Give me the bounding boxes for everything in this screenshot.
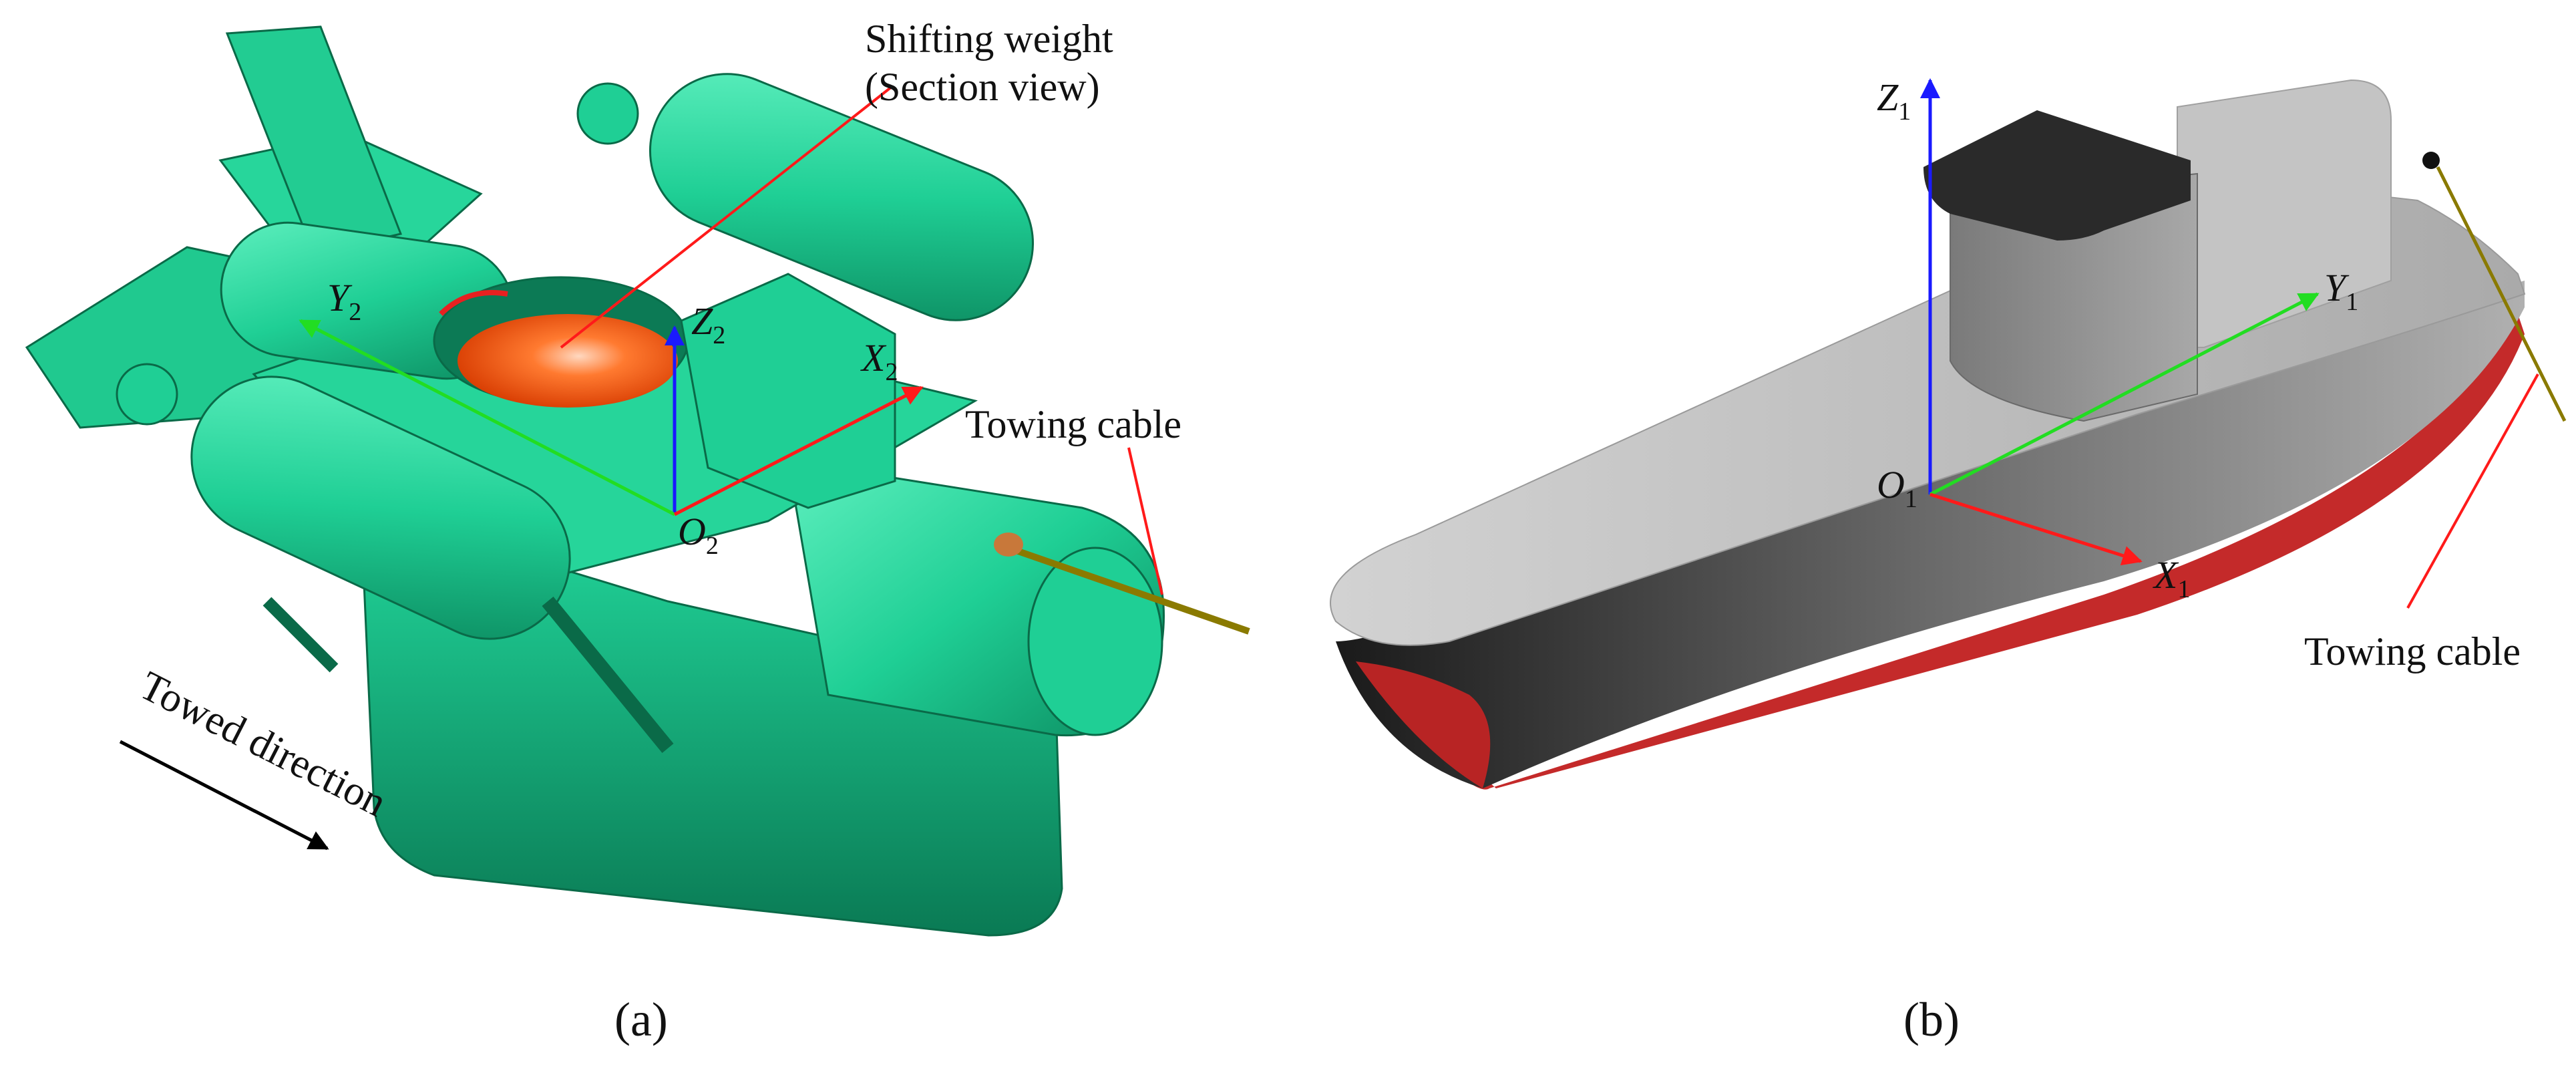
ship-bow-red — [1356, 661, 1491, 788]
towing-cable-a-label: Towing cable — [965, 402, 1181, 446]
pod-lower-left-tip — [116, 363, 178, 426]
axis-z2-label: Z2 — [691, 299, 725, 349]
cable-tow-point — [2422, 152, 2440, 169]
ship-cabin — [1950, 172, 2198, 422]
towed-direction-arrow — [119, 740, 329, 851]
axis-x2-label: X2 — [860, 336, 898, 386]
towing-cable-a-leader — [1127, 447, 1163, 595]
shifting-weight-sphere — [457, 314, 678, 408]
shifting-weight-label-line1: Shifting weight — [865, 17, 1113, 61]
pod-upper-right — [649, 73, 1035, 321]
ship-hull-bottom — [1349, 314, 2525, 790]
axis-y1-label: Y1 — [2324, 266, 2358, 316]
shifting-weight-label-line2: (Section view) — [865, 65, 1100, 109]
axis-x2-arrow — [673, 386, 924, 516]
pod-upper-right-tip — [576, 82, 639, 145]
ship-cabin-roof — [1923, 110, 2191, 241]
ship-hull-side — [1336, 281, 2525, 788]
towing-cable-a — [1007, 545, 1250, 635]
axis-x1-label: X1 — [2153, 553, 2190, 603]
towing-cable-b-leader — [2406, 373, 2539, 609]
towed-direction-label: Towed direction — [133, 663, 394, 826]
origin-o1-label: O1 — [1877, 463, 1917, 513]
axis-x1-arrow — [1929, 492, 2143, 566]
axis-y2-label: Y2 — [327, 276, 361, 326]
towing-cable-b — [2436, 166, 2567, 422]
towing-cable-b-label: Towing cable — [2304, 629, 2521, 673]
axis-y1-arrow — [1929, 292, 2320, 496]
lower-strut-2 — [262, 597, 339, 673]
panel-b-caption: (b) — [1903, 993, 1960, 1046]
hull-nose — [1027, 547, 1163, 736]
panel-a-caption: (a) — [614, 993, 668, 1046]
ship-superstructure — [2177, 79, 2392, 348]
shifting-weight-leader — [560, 86, 893, 349]
pod-lower-left — [190, 375, 571, 640]
axis-y2-arrow — [299, 319, 676, 516]
lower-strut-1 — [542, 597, 674, 753]
panel-b: Z1 Y1 X1 O1 Towing cable (b) — [1330, 75, 2567, 1046]
origin-o2-label: O2 — [678, 510, 719, 560]
mast-box — [680, 273, 896, 509]
cavity-rim-red — [439, 290, 508, 316]
cable-attach-point — [994, 532, 1023, 557]
panel-a: Z2 Y2 X2 O2 Shifting weight (Section vie… — [25, 17, 1250, 1046]
axis-z1-label: Z1 — [1877, 75, 1911, 126]
vertical-tail — [225, 25, 403, 255]
